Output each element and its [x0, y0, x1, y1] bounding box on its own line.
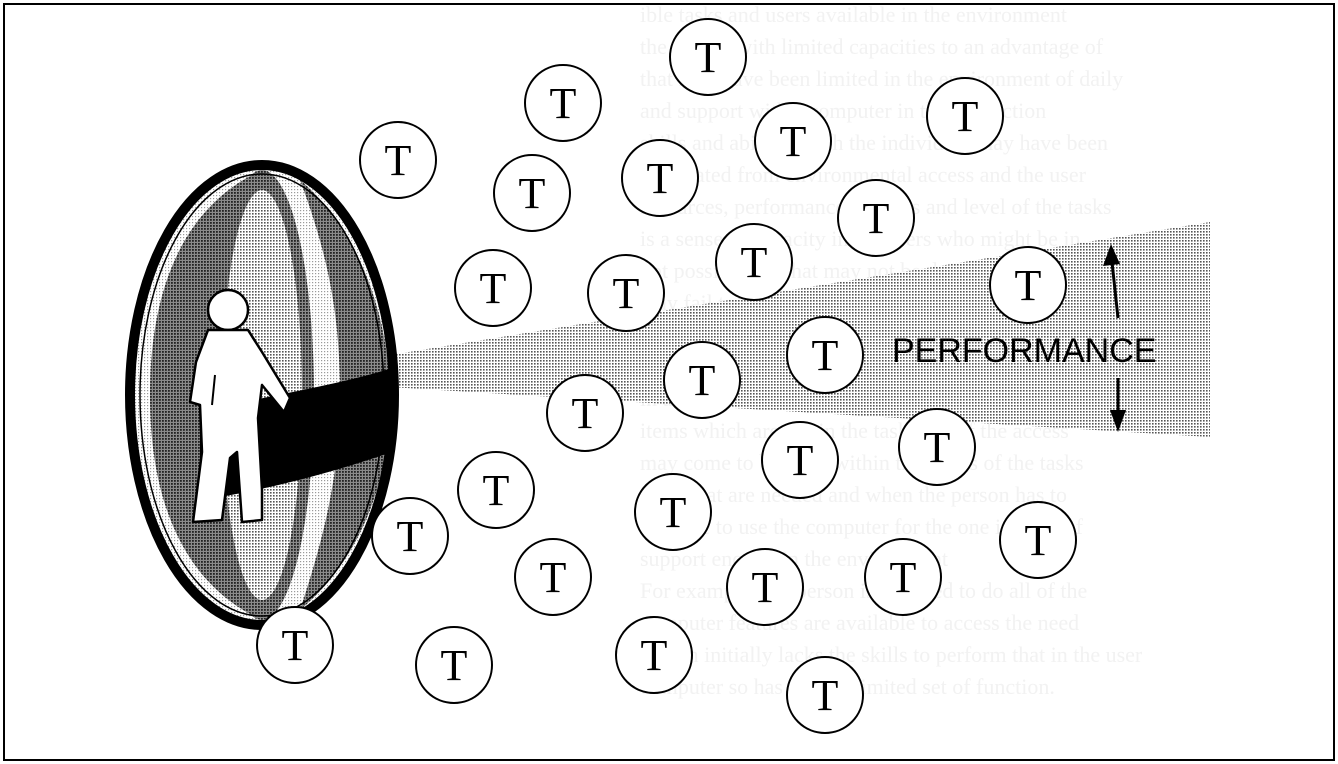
token-letter: T — [647, 154, 674, 203]
background-text-line: skills and abilities with the individual… — [640, 130, 1108, 155]
token-letter: T — [282, 621, 309, 670]
token-letter: T — [660, 488, 687, 537]
task-token: T — [494, 155, 570, 231]
task-token: T — [635, 474, 711, 550]
token-letter: T — [641, 631, 668, 680]
task-token: T — [787, 317, 863, 393]
token-letter: T — [741, 238, 768, 287]
task-token: T — [588, 255, 664, 331]
task-token: T — [727, 549, 803, 625]
task-token: T — [762, 422, 838, 498]
task-token: T — [458, 452, 534, 528]
performance-label: PERFORMANCE — [892, 332, 1156, 370]
task-token: T — [547, 375, 623, 451]
token-letter: T — [540, 553, 567, 602]
task-token: T — [416, 627, 492, 703]
task-token: T — [838, 180, 914, 256]
token-letter: T — [550, 79, 577, 128]
task-token: T — [1000, 502, 1076, 578]
task-token: T — [257, 607, 333, 683]
token-letter: T — [572, 389, 599, 438]
token-letter: T — [397, 512, 424, 561]
token-letter: T — [924, 423, 951, 472]
task-token: T — [899, 409, 975, 485]
task-token: T — [360, 122, 436, 198]
task-token: T — [616, 617, 692, 693]
task-token: T — [755, 103, 831, 179]
token-letter: T — [1015, 261, 1042, 310]
task-token: T — [670, 19, 746, 95]
token-letter: T — [480, 264, 507, 313]
token-letter: T — [812, 671, 839, 720]
token-letter: T — [519, 169, 546, 218]
background-text-line: person initially lacks the skills to per… — [640, 642, 1143, 667]
task-token: T — [622, 140, 698, 216]
token-letter: T — [385, 136, 412, 185]
token-letter: T — [952, 92, 979, 141]
task-token: T — [716, 224, 792, 300]
task-token: T — [927, 78, 1003, 154]
task-token: T — [664, 342, 740, 418]
task-token: T — [455, 250, 531, 326]
background-text-line: may come to be done within the limits of… — [640, 450, 1084, 475]
token-letter: T — [863, 194, 890, 243]
background-text-line: computer features are available to acces… — [640, 610, 1079, 635]
background-text-line: For example, if a person is required to … — [640, 578, 1087, 603]
token-letter: T — [441, 641, 468, 690]
task-token: T — [990, 247, 1066, 323]
token-letter: T — [752, 563, 779, 612]
token-letter: T — [613, 269, 640, 318]
task-token: T — [372, 498, 448, 574]
token-letter: T — [780, 117, 807, 166]
token-letter: T — [695, 33, 722, 82]
token-letter: T — [812, 331, 839, 380]
token-letter: T — [890, 553, 917, 602]
token-letter: T — [689, 356, 716, 405]
task-token: T — [865, 539, 941, 615]
task-token: T — [525, 65, 601, 141]
token-letter: T — [787, 436, 814, 485]
token-letter: T — [483, 466, 510, 515]
task-token: T — [515, 539, 591, 615]
task-token: T — [787, 657, 863, 733]
token-letter: T — [1025, 516, 1052, 565]
